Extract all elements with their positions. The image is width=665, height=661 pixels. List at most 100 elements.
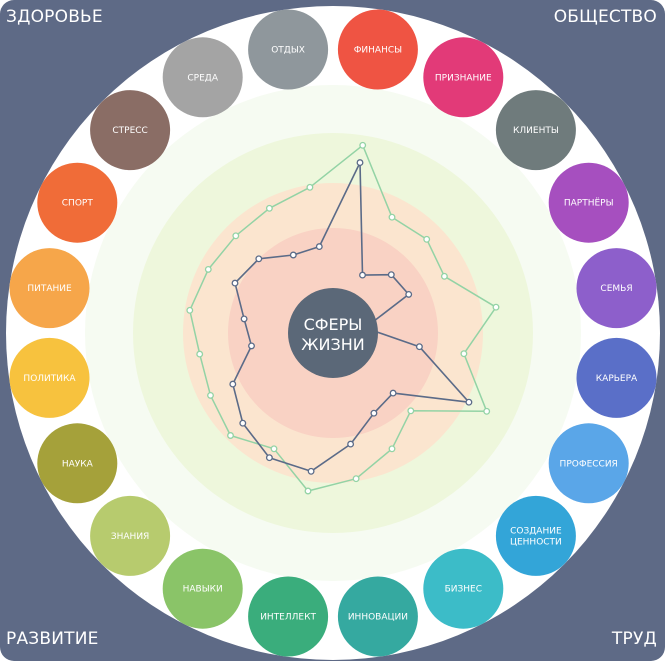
- inner-series-point: [248, 342, 255, 350]
- outer-series-point: [270, 445, 278, 453]
- inner-series-point: [289, 251, 297, 259]
- sphere-item: ИНТЕЛЛЕКТ: [248, 576, 329, 657]
- inner-series-point: [229, 380, 237, 388]
- sphere-circle: [576, 337, 657, 418]
- inner-series-point: [389, 389, 397, 397]
- outer-series-point: [492, 303, 500, 311]
- sphere-label: СТРЕСС: [112, 126, 147, 136]
- outer-series-point: [423, 235, 431, 243]
- sphere-item: СТРЕСС: [90, 90, 171, 171]
- outer-series-point: [352, 475, 360, 483]
- sphere-label: ЗНАНИЯ: [111, 532, 149, 542]
- outer-series-point: [227, 432, 234, 439]
- sphere-item: НАУКА: [37, 423, 118, 504]
- sphere-circle: [37, 162, 118, 243]
- sphere-label: ПОЛИТИКА: [23, 374, 76, 384]
- inner-series-point: [387, 271, 395, 279]
- sphere-label: КЛИЕНТЫ: [513, 126, 559, 136]
- sphere-label: СОЗДАНИЕ: [510, 526, 562, 536]
- sphere-item: НАВЫКИ: [162, 548, 243, 629]
- sphere-circle: [37, 423, 118, 504]
- sphere-item: ЗНАНИЯ: [90, 495, 171, 576]
- sphere-circle: [548, 423, 629, 504]
- inner-series-point: [240, 315, 248, 323]
- sphere-label: ОТДЫХ: [271, 46, 305, 56]
- inner-series-point: [315, 243, 323, 251]
- sphere-label: ПРОФЕССИЯ: [560, 459, 618, 469]
- sphere-item: ПРОФЕССИЯ: [548, 423, 629, 504]
- sphere-label: ИННОВАЦИИ: [348, 613, 408, 623]
- sphere-item: КАРЬЕРА: [576, 337, 657, 418]
- sphere-label: НАВЫКИ: [183, 585, 223, 595]
- sphere-circle: [495, 90, 576, 171]
- sphere-circle: [162, 548, 243, 629]
- outer-series-point: [388, 445, 396, 453]
- outer-series-point: [359, 141, 367, 149]
- sphere-label: ФИНАНСЫ: [354, 46, 402, 56]
- inner-series-point: [359, 271, 366, 279]
- inner-series-point: [239, 419, 247, 427]
- sphere-circle: [423, 548, 504, 629]
- inner-series-point: [356, 159, 364, 167]
- sphere-circle: [337, 9, 418, 90]
- sphere-circle: [337, 576, 418, 657]
- outer-series-point: [407, 407, 415, 415]
- outer-series-point: [440, 272, 448, 280]
- sphere-label: ИНТЕЛЛЕКТ: [260, 613, 316, 623]
- inner-series-point: [415, 343, 423, 351]
- sphere-circle: [248, 576, 329, 657]
- sphere-circle: [90, 495, 171, 576]
- inner-series-point: [307, 467, 315, 475]
- sphere-label: ПАРТНЁРЫ: [564, 198, 614, 209]
- outer-series-point: [483, 407, 491, 415]
- sphere-item: СПОРТ: [37, 162, 118, 243]
- outer-series-point: [204, 265, 212, 273]
- inner-series-point: [370, 409, 378, 417]
- outer-series-point: [304, 487, 312, 495]
- sphere-item: ПИТАНИЕ: [9, 248, 90, 329]
- corner-label-development: РАЗВИТИЕ: [6, 629, 99, 649]
- sphere-label: ПРИЗНАНИЕ: [435, 73, 492, 83]
- sphere-label: НАУКА: [62, 459, 94, 469]
- inner-series-point: [405, 290, 413, 298]
- sphere-circle: [548, 162, 629, 243]
- outer-series-point: [207, 391, 214, 399]
- sphere-item: ОТДЫХ: [248, 9, 329, 90]
- center-title-line2: ЖИЗНИ: [301, 335, 364, 354]
- sphere-circle: [248, 9, 329, 90]
- sphere-item: ФИНАНСЫ: [337, 9, 418, 90]
- outer-series-point: [306, 183, 314, 191]
- sphere-circle: [162, 37, 243, 118]
- inner-series-point: [265, 454, 273, 462]
- sphere-label: СЕМЬЯ: [600, 284, 632, 294]
- sphere-label: КАРЬЕРА: [596, 374, 638, 384]
- sphere-item: ИННОВАЦИИ: [337, 576, 418, 657]
- sphere-label: БИЗНЕС: [445, 585, 482, 595]
- center-circle: [288, 288, 378, 378]
- sphere-label: ЦЕННОСТИ: [510, 537, 562, 547]
- outer-series-point: [232, 232, 240, 240]
- center-title-line1: СФЕРЫ: [304, 315, 363, 334]
- corner-label-society: ОБЩЕСТВО: [553, 7, 657, 27]
- sphere-circle: [576, 248, 657, 329]
- outer-series-point: [460, 350, 468, 358]
- outer-series-point: [186, 306, 194, 314]
- sphere-item: ПОЛИТИКА: [9, 337, 90, 418]
- sphere-circle: [495, 495, 576, 576]
- sphere-label: ПИТАНИЕ: [27, 284, 72, 294]
- sphere-circle: [423, 37, 504, 118]
- sphere-label: СРЕДА: [187, 73, 218, 83]
- sphere-item: БИЗНЕС: [423, 548, 504, 629]
- sphere-label: СПОРТ: [62, 199, 94, 209]
- sphere-item: КЛИЕНТЫ: [495, 90, 576, 171]
- sphere-item: СЕМЬЯ: [576, 248, 657, 329]
- outer-series-point: [196, 350, 204, 358]
- inner-series-point: [255, 255, 263, 263]
- outer-series-point: [265, 204, 273, 212]
- sphere-circle: [9, 337, 90, 418]
- corner-label-work: ТРУД: [611, 629, 657, 649]
- sphere-item: СРЕДА: [162, 37, 243, 118]
